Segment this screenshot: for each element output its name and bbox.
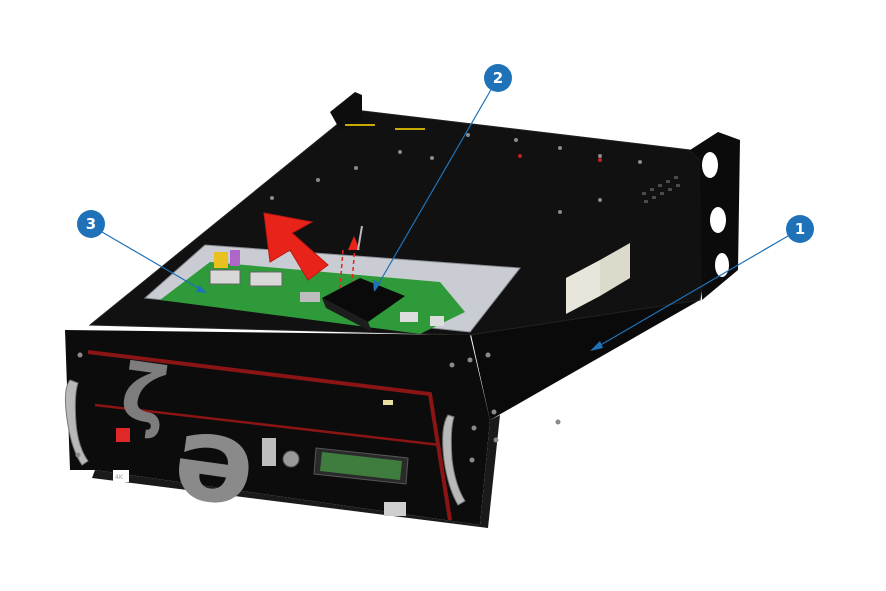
front-trim-line bbox=[94, 403, 441, 447]
pcb-connector bbox=[230, 250, 240, 266]
callout-badge-1[interactable]: 1 bbox=[786, 215, 814, 243]
callout-2-arrowhead bbox=[373, 280, 381, 292]
rack-handle-right[interactable] bbox=[442, 414, 466, 506]
callout-3-label: 3 bbox=[86, 215, 96, 233]
side-vent-grille bbox=[642, 176, 680, 203]
rack-hole bbox=[710, 207, 726, 233]
callout-1-arrowhead bbox=[590, 341, 603, 351]
callout-badge-circle bbox=[786, 215, 814, 243]
pcb-connector bbox=[249, 271, 283, 287]
key-block[interactable] bbox=[262, 438, 276, 466]
removable-module-side bbox=[322, 298, 372, 332]
rear-indicator bbox=[598, 158, 602, 162]
removal-guide-line bbox=[351, 245, 356, 283]
callout-3-leader bbox=[101, 231, 206, 293]
rack-hole bbox=[702, 152, 718, 178]
pcb-connector bbox=[209, 269, 241, 285]
chassis-screws bbox=[75, 133, 642, 463]
callout-3-arrowhead bbox=[196, 285, 207, 293]
side-label-sticker bbox=[566, 260, 600, 314]
front-trim bbox=[87, 350, 452, 521]
callout-badge-circle bbox=[484, 64, 512, 92]
callout-leaders bbox=[101, 87, 789, 351]
open-compartment bbox=[143, 225, 521, 334]
pcb-connector bbox=[214, 252, 228, 268]
pcb-component bbox=[400, 312, 418, 322]
lcd-screen bbox=[320, 452, 402, 480]
callout-badge-circle bbox=[77, 210, 105, 238]
rear-connector-mark bbox=[395, 128, 425, 130]
removal-arrow bbox=[263, 212, 329, 281]
rack-hole bbox=[715, 253, 729, 277]
power-button[interactable] bbox=[116, 428, 130, 442]
callout-badge-3[interactable]: 3 bbox=[77, 210, 105, 238]
rear-connector-mark bbox=[345, 124, 375, 126]
front-logo-glyph: ə bbox=[166, 386, 264, 534]
status-led bbox=[383, 400, 393, 405]
pcb-component bbox=[300, 292, 320, 302]
rear-indicator bbox=[518, 154, 522, 158]
removal-guide-line bbox=[339, 249, 344, 289]
removable-module[interactable] bbox=[322, 278, 405, 322]
side-label-sticker bbox=[600, 243, 630, 296]
callout-badge-2[interactable]: 2 bbox=[484, 64, 512, 92]
model-badge-text: 4K bbox=[115, 474, 124, 481]
callout-1-leader bbox=[591, 235, 789, 351]
callout-2-leader bbox=[374, 87, 493, 291]
rear-rack-ear-left bbox=[330, 92, 362, 130]
pcb-component bbox=[430, 316, 444, 326]
model-badge bbox=[113, 470, 129, 482]
callout-arrowheads bbox=[196, 280, 603, 351]
removal-guide-arrowhead bbox=[348, 236, 360, 250]
rotary-knob[interactable] bbox=[282, 450, 300, 468]
rack-handle-left[interactable] bbox=[64, 379, 89, 466]
callout-1-label: 1 bbox=[795, 220, 805, 238]
screwdriver-tool bbox=[357, 225, 363, 251]
callout-2-label: 2 bbox=[493, 69, 503, 87]
front-port[interactable] bbox=[384, 502, 406, 516]
